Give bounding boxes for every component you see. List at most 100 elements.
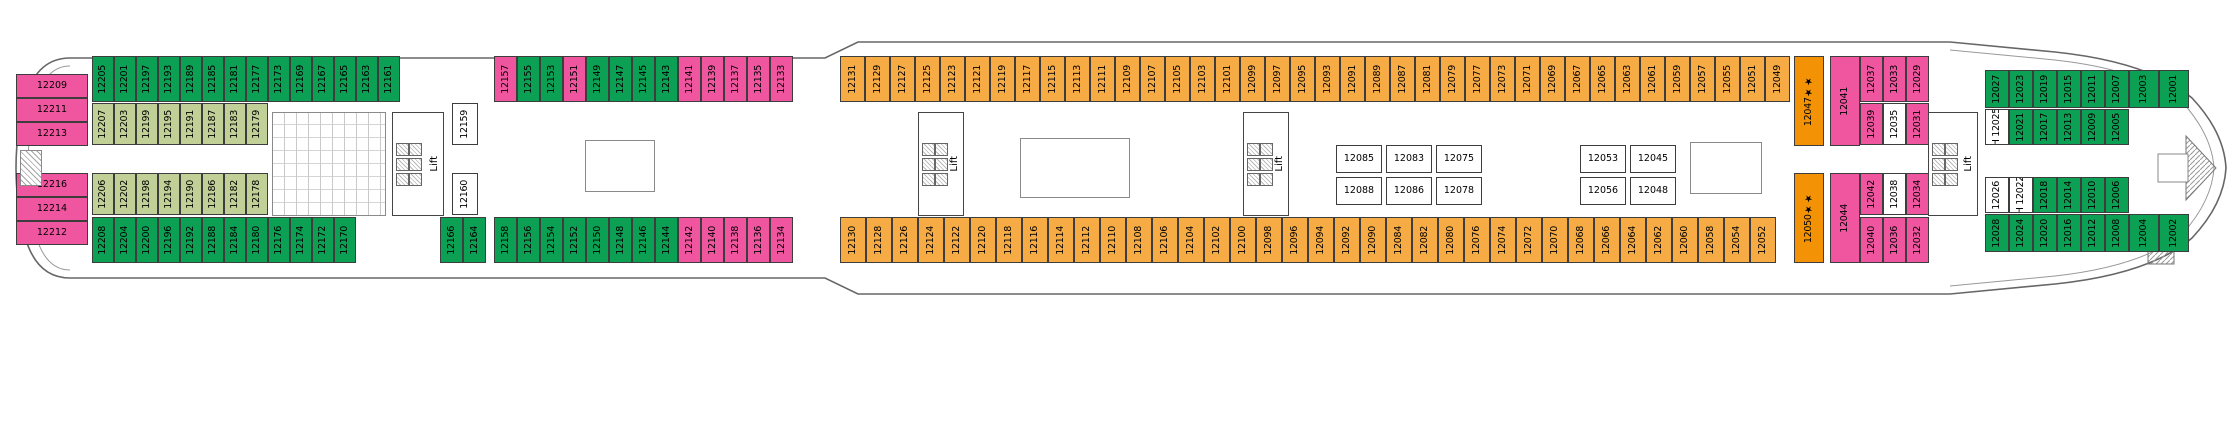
cabin-12053: 12053 — [1580, 145, 1626, 173]
cabin-12196: 12196 — [158, 217, 180, 263]
lift-car-icon — [409, 157, 422, 171]
cabin-12167: 12167 — [312, 56, 334, 102]
cabin-number: 12112 — [1081, 225, 1093, 255]
cabin-number: 12102 — [1211, 225, 1223, 255]
cabin-number: 12100 — [1237, 225, 1249, 255]
cabin-number: 12143 — [660, 64, 672, 94]
cabin-12098: 12098 — [1256, 217, 1282, 263]
cabin-12142: 12142 — [678, 217, 701, 263]
cabin-12080: 12080 — [1438, 217, 1464, 263]
cabin-number: 12145 — [637, 64, 649, 94]
cabin-number: 12166 — [445, 225, 457, 255]
cabin-number: 12154 — [545, 225, 557, 255]
lift-car-icon — [935, 172, 948, 186]
cabin-12135: 12135 — [747, 56, 770, 102]
cabin-12092: 12092 — [1334, 217, 1360, 263]
cabin-number: 12129 — [871, 64, 883, 94]
cabin-number: 12195 — [163, 109, 175, 139]
lift-cars-icon — [922, 142, 948, 186]
cabin-number: 12074 — [1497, 225, 1509, 255]
cabin-number: 12034 — [1911, 179, 1923, 209]
cabin-number: 12209 — [36, 80, 68, 92]
cabin-12099: 12099 — [1240, 56, 1265, 102]
cabin-number: 12128 — [873, 225, 885, 255]
lift-car-icon — [409, 142, 422, 156]
cabin-number: 12177 — [251, 64, 263, 94]
cabin-number: 12015 — [2063, 74, 2075, 104]
cabin-12148: 12148 — [609, 217, 632, 263]
cabin-number: 12142 — [683, 225, 695, 255]
cabin-12028: 12028 — [1985, 214, 2009, 252]
cabin-number: 12006 — [2111, 180, 2123, 210]
cabin-number: 12058 — [1705, 225, 1717, 255]
cabin-12125: 12125 — [915, 56, 940, 102]
cabin-number: H 12022 — [2015, 177, 2027, 213]
cabin-12209: 12209 — [16, 74, 88, 98]
cabin-12034: 12034 — [1906, 173, 1929, 215]
cabin-12152: 12152 — [563, 217, 586, 263]
cabin-number: 12094 — [1315, 225, 1327, 255]
cabin-12006: 12006 — [2105, 177, 2129, 213]
cabin-12021: 12021 — [2009, 109, 2033, 145]
cabin-number: 12158 — [499, 225, 511, 255]
cabin-number: 12134 — [775, 225, 787, 255]
cabin-number: 12101 — [1221, 64, 1233, 94]
cabin-number: 12075 — [1443, 153, 1475, 165]
lift-car-icon — [922, 142, 935, 156]
cabin-number: 12060 — [1679, 225, 1691, 255]
cabin-12109: 12109 — [1115, 56, 1140, 102]
cabin-number: 12152 — [568, 225, 580, 255]
cabin-12206: 12206 — [92, 173, 114, 215]
cabin-number: 12069 — [1546, 64, 1558, 94]
cabin-12182: 12182 — [224, 173, 246, 215]
cabin-number: 12214 — [36, 203, 68, 215]
cabin-number: 12127 — [896, 64, 908, 94]
cabin-12147: 12147 — [609, 56, 632, 102]
cabin-12188: 12188 — [202, 217, 224, 263]
cabin-number: 12051 — [1746, 64, 1758, 94]
cabin-number: 12160 — [459, 179, 471, 209]
cabin-12211: 12211 — [16, 98, 88, 122]
cabin-12156: 12156 — [517, 217, 540, 263]
cabin-12079: 12079 — [1440, 56, 1465, 102]
cabin-number: 12040 — [1865, 225, 1877, 255]
cabin-12204: 12204 — [114, 217, 136, 263]
cabin-12097: 12097 — [1265, 56, 1290, 102]
cabin-12138: 12138 — [724, 217, 747, 263]
cabin-12094: 12094 — [1308, 217, 1334, 263]
cabin-12145: 12145 — [632, 56, 655, 102]
cabin-12105: 12105 — [1165, 56, 1190, 102]
lift-car-icon — [396, 172, 409, 186]
cabin-number: 12130 — [847, 225, 859, 255]
cabin-number: 12156 — [522, 225, 534, 255]
cabin-number: 12149 — [591, 64, 603, 94]
lift-car-icon — [1932, 172, 1945, 186]
cabin-number: 12199 — [141, 109, 153, 139]
cabin-number: 12032 — [1911, 225, 1923, 255]
cabin-12118: 12118 — [996, 217, 1022, 263]
cabin-number: 12196 — [163, 225, 175, 255]
cabin-number: 12117 — [1021, 64, 1033, 94]
cabin-12202: 12202 — [114, 173, 136, 215]
cabin-number: 12207 — [97, 109, 109, 139]
cabin-12075: 12075 — [1436, 145, 1482, 173]
cabin-12179: 12179 — [246, 103, 268, 145]
cabin-number: 12066 — [1601, 225, 1613, 255]
cabin-number: 12203 — [119, 109, 131, 139]
cabin-12111: 12111 — [1090, 56, 1115, 102]
cabin-12180: 12180 — [246, 217, 268, 263]
cabin-number: 12163 — [361, 64, 373, 94]
cabin-number: 12138 — [729, 225, 741, 255]
cabin-number: 12110 — [1107, 225, 1119, 255]
cabin-12117: 12117 — [1015, 56, 1040, 102]
cabin-number: 12086 — [1393, 185, 1425, 197]
cabin-12174: 12174 — [290, 217, 312, 263]
cabin-12140: 12140 — [701, 217, 724, 263]
cabin-12149: 12149 — [586, 56, 609, 102]
cabin-12083: 12083 — [1386, 145, 1432, 173]
cabin-12036: 12036 — [1883, 217, 1906, 263]
cabin-12060: 12060 — [1672, 217, 1698, 263]
cabin-number: 12151 — [568, 64, 580, 94]
cabin-12150: 12150 — [586, 217, 609, 263]
